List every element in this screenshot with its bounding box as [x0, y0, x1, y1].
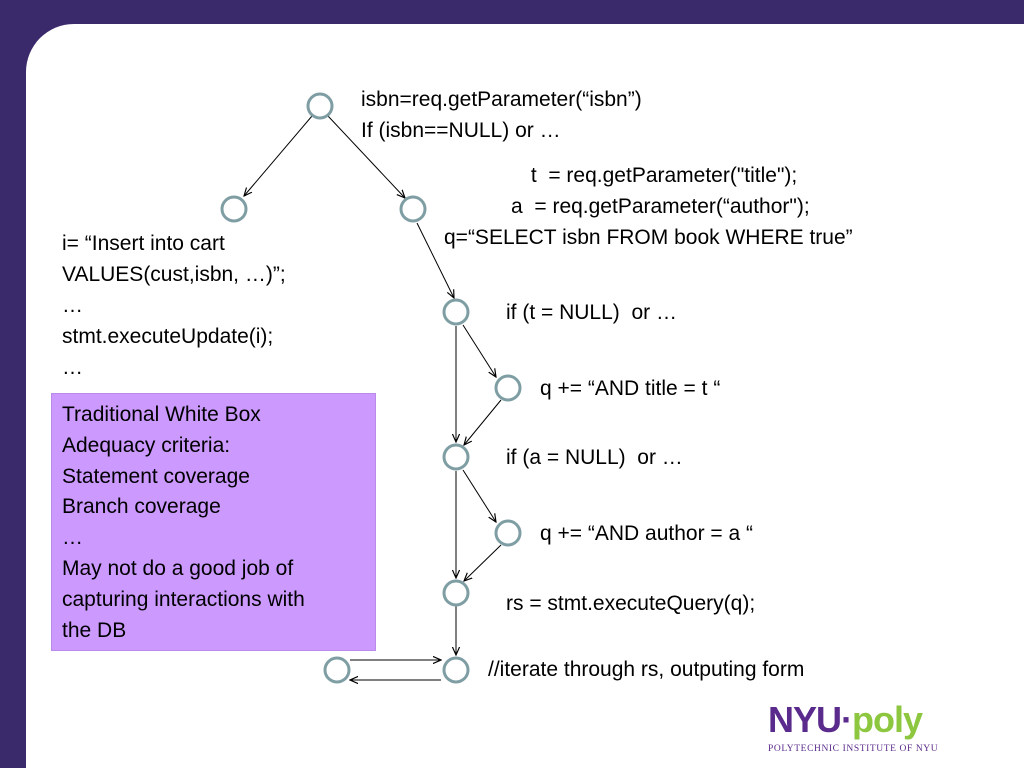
note-box: Traditional White Box Adequacy criteria:…: [51, 393, 376, 651]
edge-root-left: [244, 115, 313, 196]
note-line-5: …: [62, 526, 83, 550]
edge-iftitle-addtitle: [462, 324, 496, 377]
logo-nyu: NYU: [768, 699, 842, 740]
logo-subtitle: POLYTECHNIC INSTITUTE OF NYU: [768, 744, 939, 754]
node-if-title: [442, 298, 470, 326]
label-add-author: q += “AND author = a “: [540, 522, 754, 545]
edge-right-iftitle: [416, 222, 454, 298]
label-right-line-2: a = req.getParameter(“author");: [511, 195, 810, 218]
node-if-author: [442, 443, 470, 471]
label-right-line-1: t = req.getParameter("title");: [525, 164, 798, 187]
node-left: [220, 195, 248, 223]
node-root: [306, 92, 334, 120]
edge-addauthor-exec: [464, 544, 502, 581]
label-add-title: q += “AND title = t “: [540, 377, 721, 400]
note-line-8: the DB: [62, 618, 127, 642]
label-left-line-4: stmt.executeUpdate(i);: [62, 325, 274, 348]
node-right: [399, 195, 427, 223]
node-exec-query: [442, 579, 470, 607]
logo-dot: ·: [841, 699, 853, 740]
edge-ifauthor-addauthor: [462, 469, 496, 522]
note-line-2: Adequacy criteria:: [62, 433, 231, 457]
node-add-author: [494, 519, 522, 547]
note-line-7: capturing interactions with: [62, 587, 305, 611]
edge-addtitle-ifauthor: [464, 399, 502, 445]
graph-edges: [244, 115, 502, 680]
label-left-line-2: VALUES(cust,isbn, …)”;: [62, 263, 286, 286]
node-add-title: [494, 374, 522, 402]
nyu-poly-logo: NYU·poly POLYTECHNIC INSTITUTE OF NYU: [768, 700, 938, 760]
label-right-line-3: q=“SELECT isbn FROM book WHERE true”: [444, 226, 853, 249]
label-left-line-5: …: [62, 356, 83, 379]
note-line-1: Traditional White Box: [62, 403, 261, 426]
note-line-3: Statement coverage: [62, 464, 250, 488]
node-loop: [323, 656, 351, 684]
label-if-title: if (t = NULL) or …: [506, 301, 677, 324]
label-if-author: if (a = NULL) or …: [506, 446, 683, 469]
logo-wordmark: NYU·poly: [768, 699, 923, 740]
note-line-6: May not do a good job of: [62, 556, 294, 580]
logo-poly: poly: [852, 699, 923, 740]
edge-root-right: [327, 115, 405, 198]
note-line-4: Branch coverage: [62, 495, 221, 519]
label-left-line-1: i= “Insert into cart: [62, 232, 225, 255]
label-root-line-1: isbn=req.getParameter(“isbn”): [361, 88, 642, 111]
label-root-line-2: If (isbn==NULL) or …: [361, 119, 561, 142]
graph-nodes: [220, 92, 522, 684]
label-left-line-3: …: [62, 294, 83, 317]
label-execute-query: rs = stmt.executeQuery(q);: [506, 592, 756, 615]
label-iterate: //iterate through rs, outputing form: [488, 658, 805, 681]
node-iterate: [442, 656, 470, 684]
